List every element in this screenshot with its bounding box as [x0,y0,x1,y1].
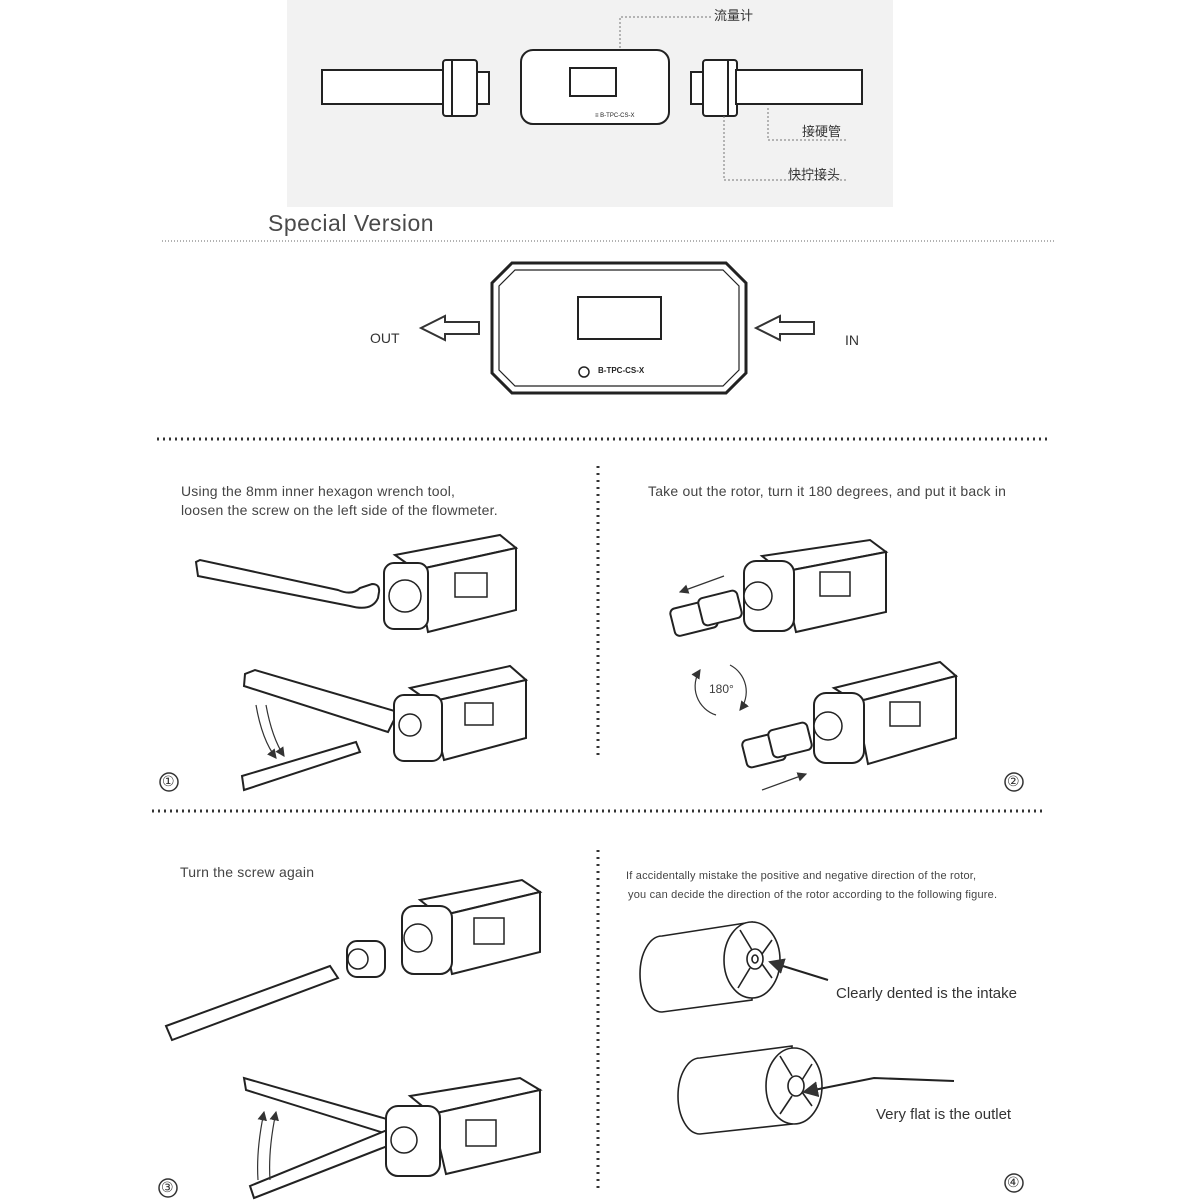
hex-wrench-1 [194,558,381,609]
top-callout-lines [619,16,848,181]
hex-wrench-3b [242,1076,406,1140]
rotation-label: 180° [709,682,734,696]
rotate-icon [729,664,749,711]
out-label: OUT [370,330,400,346]
in-label: IN [845,332,859,348]
hex-wrench-3 [164,964,340,1042]
step4-number: ④ [1007,1174,1020,1190]
step4-caption-line1: If accidentally mistake the positive and… [626,870,977,882]
step1-number-circle [159,772,179,792]
intake-label: Clearly dented is the intake [836,985,1017,1002]
step2-number: ② [1007,773,1020,789]
step3-motion-arrows [257,1110,279,1181]
step1-caption-line2: loosen the screw on the left side of the… [181,502,498,518]
hex-wrench-1b [242,668,400,734]
step1-motion-arrows [255,704,285,759]
label-fitting: 快拧接头 [788,167,841,182]
step2-drawing [669,538,959,769]
special-version-title: Special Version [268,210,435,236]
step2-caption: Take out the rotor, turn it 180 degrees,… [648,483,1007,499]
step3-number: ③ [161,1179,174,1195]
out-arrow-icon [418,314,480,342]
step1-drawing [194,533,529,792]
top-assembly-drawing [321,49,863,125]
step1-caption-line1: Using the 8mm inner hexagon wrench tool, [181,483,456,499]
step4-drawing [639,921,823,1135]
step3-number-circle [158,1178,178,1198]
step3-drawing [164,878,543,1200]
step4-pointer-arrows [768,958,955,1098]
label-hard-tube: 接硬管 [802,124,842,139]
step4-caption-line2: you can decide the direction of the roto… [628,889,998,901]
step1-number: ① [162,773,175,789]
outlet-label: Very flat is the outlet [876,1106,1012,1123]
step2-number-circle [1004,772,1024,792]
flow-arrows [418,314,815,342]
step4-number-circle [1004,1173,1024,1193]
label-flowmeter: 流量计 [714,8,754,23]
model-text: B-TPC-CS-X [598,366,645,375]
top-model-mark: ≡ B-TPC-CS-X [595,113,635,119]
in-arrow-icon [753,314,815,342]
step3-caption: Turn the screw again [180,864,315,880]
special-flowmeter [490,261,748,395]
step2-motion-arrows [678,575,808,791]
